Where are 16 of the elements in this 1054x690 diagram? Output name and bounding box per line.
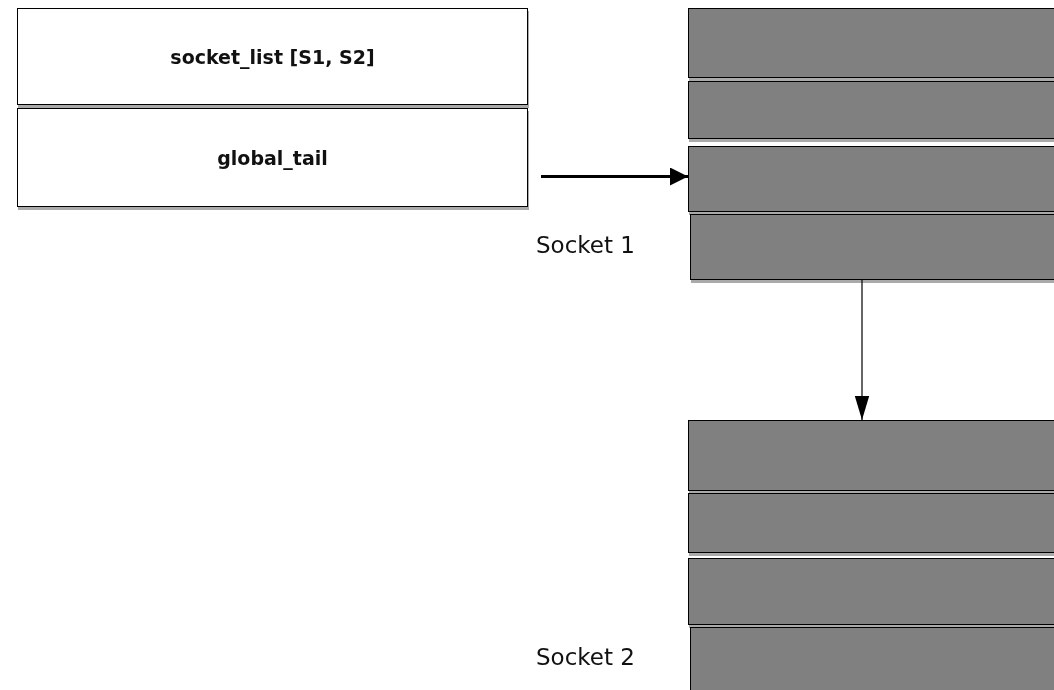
arrow [854, 279, 870, 421]
memory-block [688, 493, 1054, 553]
memory-block [688, 81, 1054, 139]
field-box [17, 108, 528, 207]
memory-block [688, 558, 1054, 625]
memory-block [688, 420, 1054, 491]
socket-label: Socket 2 [536, 644, 635, 670]
field-label: global_tail [217, 146, 328, 169]
field-box [17, 8, 528, 105]
memory-block [690, 627, 1054, 690]
arrow [541, 167, 688, 186]
memory-block [690, 214, 1054, 280]
socket-label: Socket 1 [536, 232, 635, 258]
memory-block [688, 8, 1054, 78]
field-label: socket_list [S1, S2] [170, 45, 375, 68]
memory-block [688, 146, 1054, 212]
